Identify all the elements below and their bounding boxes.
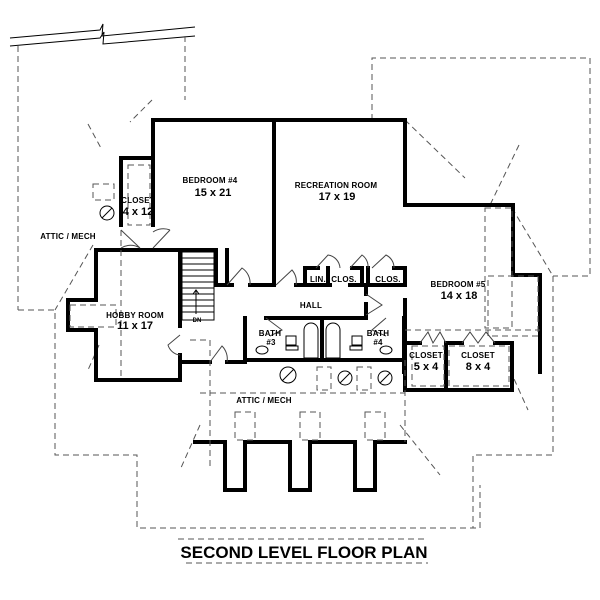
bath-fixtures	[99, 205, 393, 386]
bedroom5-dims: 14 x 18	[441, 290, 478, 302]
closet-5x4-name: CLOSET	[409, 351, 443, 360]
stairs	[181, 251, 215, 321]
closet-5x4-dims: 5 x 4	[414, 361, 439, 373]
exterior-walls	[66, 118, 542, 492]
closet-8x4-name: CLOSET	[461, 351, 495, 360]
linen-name: LIN.	[310, 275, 326, 284]
attic-bottom-name: ATTIC / MECH	[236, 396, 292, 405]
doors	[120, 228, 496, 363]
toilet-icon	[351, 335, 363, 346]
bath3-name: BATH	[259, 329, 281, 338]
closet-left-dims: 4 x 12	[123, 206, 154, 218]
toilet-icon	[285, 335, 297, 346]
hobby-name: HOBBY ROOM	[106, 311, 164, 320]
attic-left-name: ATTIC / MECH	[40, 232, 96, 241]
room-labels: BEDROOM #4 15 x 21 RECREATION ROOM 17 x …	[40, 176, 495, 405]
mechanical-unit-icons	[99, 205, 393, 386]
roof-outline-left	[9, 23, 481, 529]
closet-left-name: CLOSET	[121, 196, 155, 205]
clos1-name: CLOS.	[331, 275, 356, 284]
tub-icon	[325, 322, 341, 359]
clos2-name: CLOS.	[375, 275, 400, 284]
bath3-num: #3	[266, 338, 276, 347]
plan-title: SECOND LEVEL FLOOR PLAN	[180, 543, 427, 562]
plan-title-block: SECOND LEVEL FLOOR PLAN	[178, 538, 428, 564]
tub-icon	[303, 322, 319, 359]
sink-icon	[255, 345, 269, 355]
bedroom4-name: BEDROOM #4	[183, 176, 238, 185]
recreation-dims: 17 x 19	[319, 191, 356, 203]
bath4-name: BATH	[367, 329, 389, 338]
sink-icon	[379, 345, 393, 355]
bedroom5-name: BEDROOM #5	[431, 280, 486, 289]
roof-outline-right	[371, 57, 591, 528]
hobby-dims: 11 x 17	[117, 320, 153, 332]
recreation-name: RECREATION ROOM	[295, 181, 378, 190]
stair-direction-label: DN	[193, 318, 202, 324]
bath4-num: #4	[373, 338, 383, 347]
bedroom4-dims: 15 x 21	[195, 187, 232, 199]
closet-8x4-dims: 8 x 4	[466, 361, 491, 373]
hall-name: HALL	[300, 301, 322, 310]
